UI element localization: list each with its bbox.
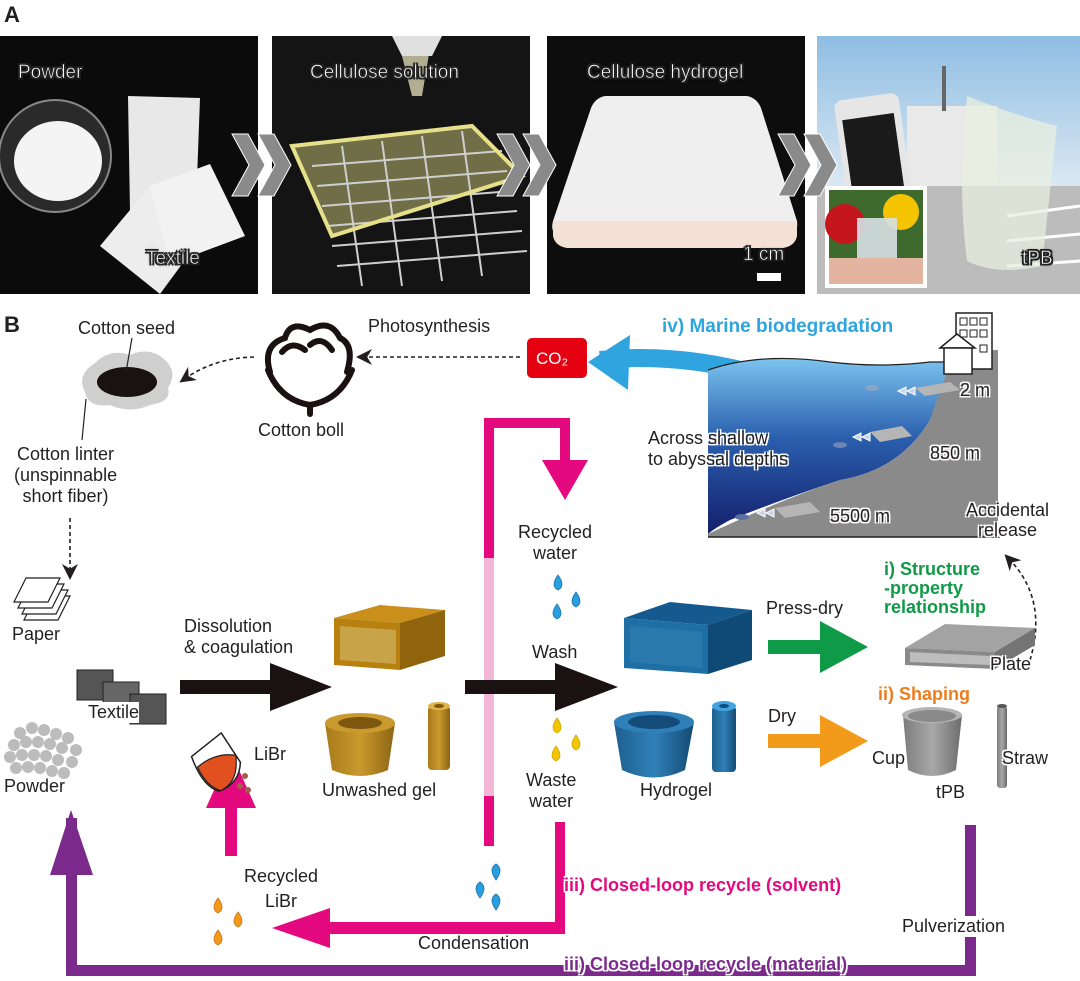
- label-librs: LiBr: [254, 744, 287, 764]
- material-loop-purple: [50, 810, 976, 976]
- label-recycled-librs: Recycled LiBr: [244, 866, 318, 912]
- photo-label-powder: Powder: [18, 62, 83, 84]
- label-condensation: Condensation: [418, 933, 530, 953]
- label-cotton-linter-line2: (unspinnable: [14, 465, 118, 485]
- photo-label-cellulose-hydrogel: Cellulose hydrogel: [587, 62, 744, 84]
- label-closed-loop-material: iii) Closed-loop recycle (material): [564, 954, 848, 974]
- recycled-librs-drop-icon: [213, 897, 243, 946]
- label-recycled-water: Recycled water: [518, 522, 592, 564]
- paper-icon: [13, 577, 71, 621]
- label-depth-2m: 2 m: [960, 380, 991, 400]
- label-recycled-water-line2: water: [533, 543, 578, 563]
- photo-tpb: tPB: [817, 36, 1080, 294]
- label-waste-water-line2: water: [529, 791, 574, 811]
- cellulose-solution-illustration: [289, 36, 528, 287]
- label-pulverization: Pulverization: [902, 916, 1006, 937]
- label-dissolution: Dissolution & coagulation: [184, 616, 293, 658]
- label-structure-property-line1: i) Structure: [884, 559, 981, 579]
- dashed-arrow-to-seed: [179, 356, 255, 383]
- label-wash: Wash: [532, 642, 578, 662]
- unwashed-gel-cup: [325, 713, 395, 776]
- label-unwashed-gel: Unwashed gel: [322, 780, 437, 800]
- label-cotton-linter-line3: short fiber): [22, 486, 109, 506]
- label-depth-5500m: 5500 m: [830, 506, 891, 526]
- label-depth-850m: 850 m: [930, 443, 981, 463]
- photo-powder-textile: Powder Textile: [0, 36, 258, 294]
- label-cotton-linter: Cotton linter (unspinnable short fiber): [14, 444, 117, 507]
- powder-textile-illustration: [0, 96, 245, 294]
- photo-label-cellulose-solution: Cellulose solution: [310, 62, 460, 84]
- label-shaping: ii) Shaping: [878, 684, 970, 704]
- label-co2: CO₂: [536, 349, 569, 368]
- waste-water-drop-icon: [551, 717, 581, 762]
- hydrogel-straw: [712, 701, 736, 772]
- label-textile: Textile: [88, 702, 140, 723]
- label-cotton-boll: Cotton boll: [258, 420, 345, 440]
- label-tpb: tPB: [936, 782, 966, 802]
- label-dissolution-line1: Dissolution: [184, 616, 273, 636]
- scale-bar-label: 1 cm: [743, 244, 785, 266]
- label-straw: Straw: [1002, 748, 1049, 768]
- unwashed-gel-straw: [428, 702, 450, 770]
- cotton-seed-icon: [81, 337, 173, 441]
- label-cotton-seed: Cotton seed: [78, 318, 176, 338]
- librs-beaker-icon: [190, 731, 251, 793]
- tpb-bag-illustration: [817, 36, 1080, 294]
- label-dissolution-line2: & coagulation: [184, 637, 294, 657]
- unwashed-gel-block: [334, 605, 445, 670]
- label-hydrogel: Hydrogel: [640, 780, 713, 800]
- label-waste-water-line1: Waste: [526, 770, 577, 790]
- label-across-depths-line1: Across shallow: [648, 428, 769, 448]
- label-accidental-release: Accidental release: [966, 500, 1049, 540]
- label-structure-property-line3: relationship: [884, 597, 987, 617]
- panel-b-letter: B: [4, 312, 20, 337]
- label-powder: Powder: [4, 776, 66, 796]
- hydrogel-illustration: [552, 96, 798, 281]
- hydrogel-cup: [614, 711, 694, 778]
- label-cup: Cup: [872, 748, 906, 768]
- photo-label-tpb: tPB: [1022, 248, 1053, 270]
- label-waste-water: Waste water: [526, 770, 576, 812]
- photo-label-textile: Textile: [146, 248, 200, 270]
- label-structure-property-line2: -property: [884, 578, 964, 598]
- label-cotton-linter-line1: Cotton linter: [17, 444, 115, 464]
- panel-a-letter: A: [4, 2, 20, 27]
- cotton-boll-icon: [264, 322, 355, 417]
- co2-box: [527, 338, 587, 378]
- ocean-scene: [707, 312, 1000, 538]
- label-press-dry: Press-dry: [766, 598, 844, 618]
- hydrogel-block: [624, 602, 752, 674]
- label-recycled-librs-line1: Recycled: [244, 866, 319, 886]
- photo-cellulose-solution: Cellulose solution: [272, 36, 530, 294]
- label-across-depths-line2: to abyssal depths: [648, 449, 789, 469]
- label-accidental-release-line2: release: [978, 520, 1038, 540]
- photo-cellulose-hydrogel: Cellulose hydrogel 1 cm: [547, 36, 805, 294]
- label-marine-biodegradation: iv) Marine biodegradation: [662, 316, 894, 337]
- label-paper: Paper: [12, 624, 61, 644]
- label-dry: Dry: [768, 706, 796, 726]
- press-dry-arrow: [768, 621, 868, 673]
- label-across-depths: Across shallow to abyssal depths: [648, 428, 788, 470]
- tpb-straw: [997, 704, 1007, 788]
- tpb-cup: [902, 707, 962, 776]
- label-recycled-librs-line2: LiBr: [265, 891, 298, 911]
- tpb-plate: [905, 624, 1035, 669]
- label-accidental-release-line1: Accidental: [966, 500, 1050, 520]
- label-structure-property: i) Structure -property relationship: [884, 560, 986, 617]
- label-plate: Plate: [990, 654, 1032, 674]
- condensed-water-drop-icon: [475, 863, 501, 911]
- water-drop-icon: [552, 574, 581, 620]
- label-recycled-water-line1: Recycled: [518, 522, 593, 542]
- powder-icon: [4, 722, 82, 779]
- dry-arrow: [768, 715, 868, 767]
- process-arrows: [180, 663, 618, 711]
- label-photosynthesis: Photosynthesis: [368, 316, 491, 336]
- label-closed-loop-solvent: iii) Closed-loop recycle (solvent): [564, 875, 842, 895]
